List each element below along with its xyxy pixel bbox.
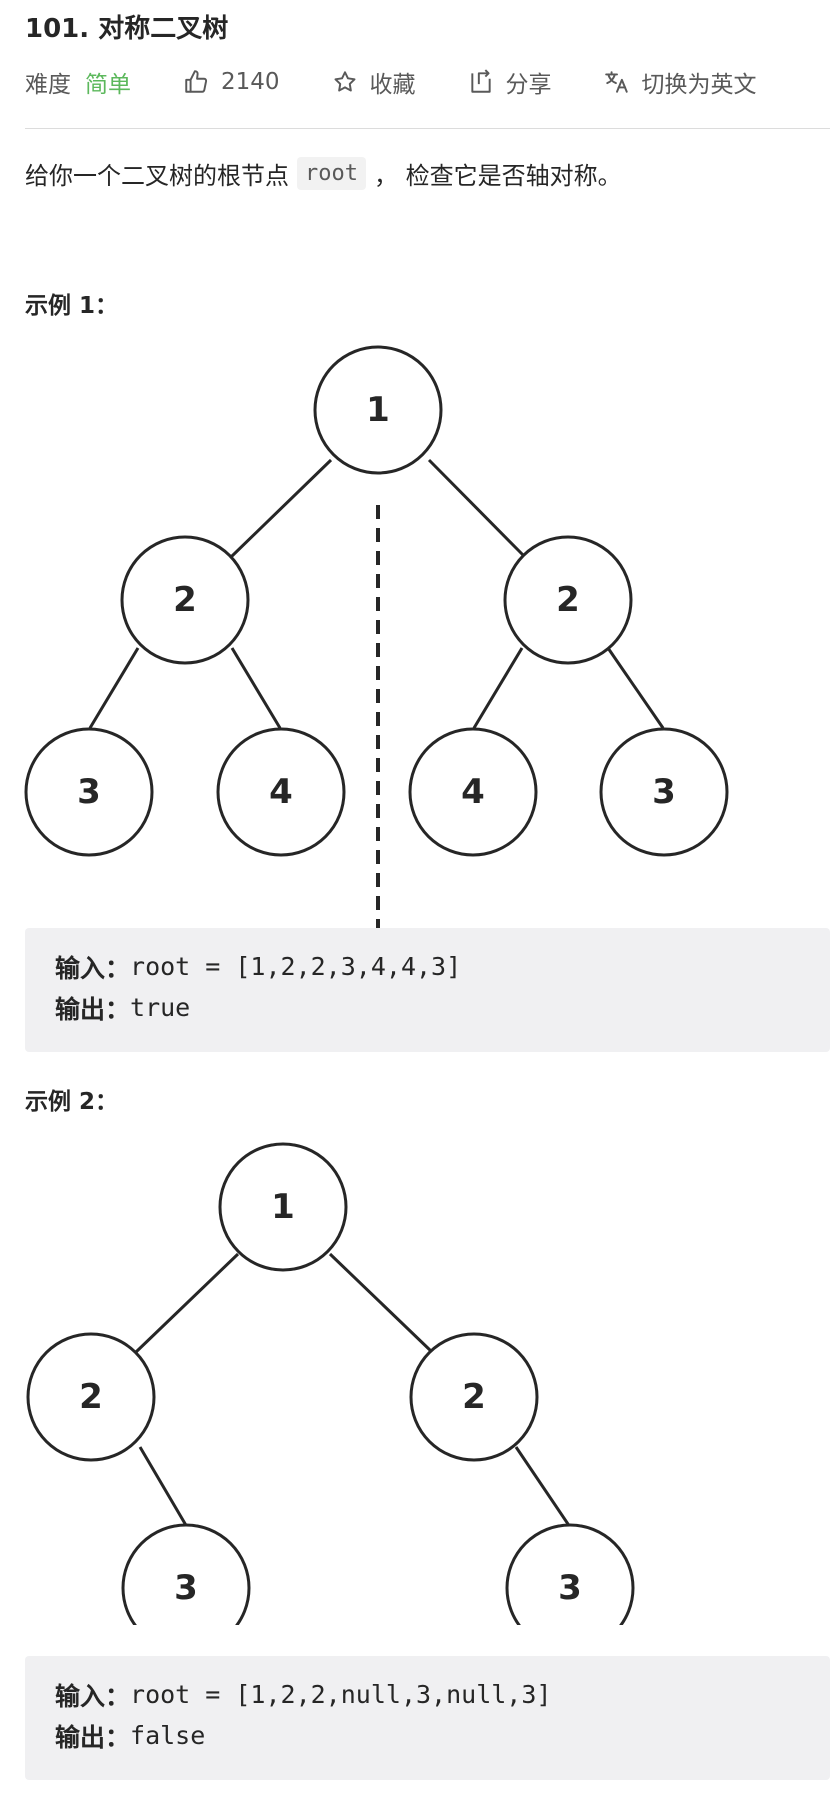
example-2-tree-image: 1 2 2 3 3 [26, 1142, 635, 1625]
description-code: root [297, 157, 366, 190]
example-1-codeblock: 输入：root = [1,2,2,3,4,4,3] 输出：true [25, 928, 830, 1052]
tree-node [216, 727, 346, 857]
tree-node-label: 2 [79, 1377, 103, 1417]
tree-node-label: 2 [462, 1377, 486, 1417]
tree-node [409, 1332, 539, 1462]
switch-language-label: 切换为英文 [641, 72, 757, 98]
tree-node [408, 727, 538, 857]
tree-node [26, 1332, 156, 1462]
input-value: root = [1,2,2,3,4,4,3] [130, 952, 462, 981]
example-1-input-line: 输入：root = [1,2,2,3,4,4,3] [55, 946, 800, 987]
difficulty-badge: 简单 [85, 72, 131, 98]
share-label: 分享 [505, 72, 552, 98]
problem-meta-bar: 难度 简单 2140 收藏 分享 切换为英文 [25, 66, 809, 98]
tree-node [505, 1523, 635, 1625]
tree-node-label: 4 [461, 772, 485, 812]
tree-node-label: 4 [269, 772, 293, 812]
description-text-end: ， 检查它是否轴对称。 [373, 162, 622, 190]
difficulty-label: 难度 [25, 72, 71, 98]
tree-node [121, 1523, 251, 1625]
switch-language-button[interactable]: 切换为英文 [604, 65, 757, 99]
tree-node-label: 2 [173, 580, 197, 620]
example-1-tree-image: 1 2 2 3 4 4 3 [24, 345, 729, 930]
output-value: false [130, 1721, 206, 1750]
like-button[interactable]: 2140 [183, 69, 280, 95]
tree-node [503, 535, 633, 665]
favorite-button[interactable]: 收藏 [332, 65, 416, 99]
example-2-codeblock: 输入：root = [1,2,2,null,3,null,3] 输出：false [25, 1656, 830, 1780]
problem-title: 101. 对称二叉树 [25, 14, 229, 44]
example-2-title: 示例 2： [25, 1089, 119, 1115]
thumbs-up-icon [185, 70, 208, 93]
favorite-label: 收藏 [369, 72, 416, 98]
input-label: 输入： [55, 1681, 131, 1711]
tree-node-label: 3 [174, 1568, 198, 1608]
like-count: 2140 [221, 69, 280, 95]
share-button[interactable]: 分享 [468, 65, 552, 99]
tree-node-label: 2 [556, 580, 580, 620]
input-value: root = [1,2,2,null,3,null,3] [130, 1680, 552, 1709]
tree-node [218, 1142, 348, 1272]
output-label: 输出： [55, 994, 131, 1024]
translate-icon [604, 71, 628, 93]
description-text: 给你一个二叉树的根节点 [25, 162, 289, 190]
input-label: 输入： [55, 953, 131, 983]
problem-description: 给你一个二叉树的根节点 root， 检查它是否轴对称。 [25, 156, 622, 191]
tree-node [313, 345, 443, 475]
tree-node [599, 727, 729, 857]
output-value: true [130, 993, 191, 1022]
example-1-title: 示例 1： [25, 293, 119, 319]
example-2-output-line: 输出：false [55, 1715, 800, 1756]
header-divider [25, 128, 830, 129]
tree-node-label: 1 [271, 1187, 295, 1227]
example-2-input-line: 输入：root = [1,2,2,null,3,null,3] [55, 1674, 800, 1715]
tree-node-label: 3 [652, 772, 676, 812]
example-1-output-line: 输出：true [55, 987, 800, 1028]
tree-node-label: 3 [558, 1568, 582, 1608]
tree-node [120, 535, 250, 665]
tree-node-label: 3 [77, 772, 101, 812]
tree-node-label: 1 [366, 390, 390, 430]
star-icon [334, 71, 356, 92]
share-icon [470, 69, 491, 93]
tree-node [24, 727, 154, 857]
output-label: 输出： [55, 1722, 131, 1752]
